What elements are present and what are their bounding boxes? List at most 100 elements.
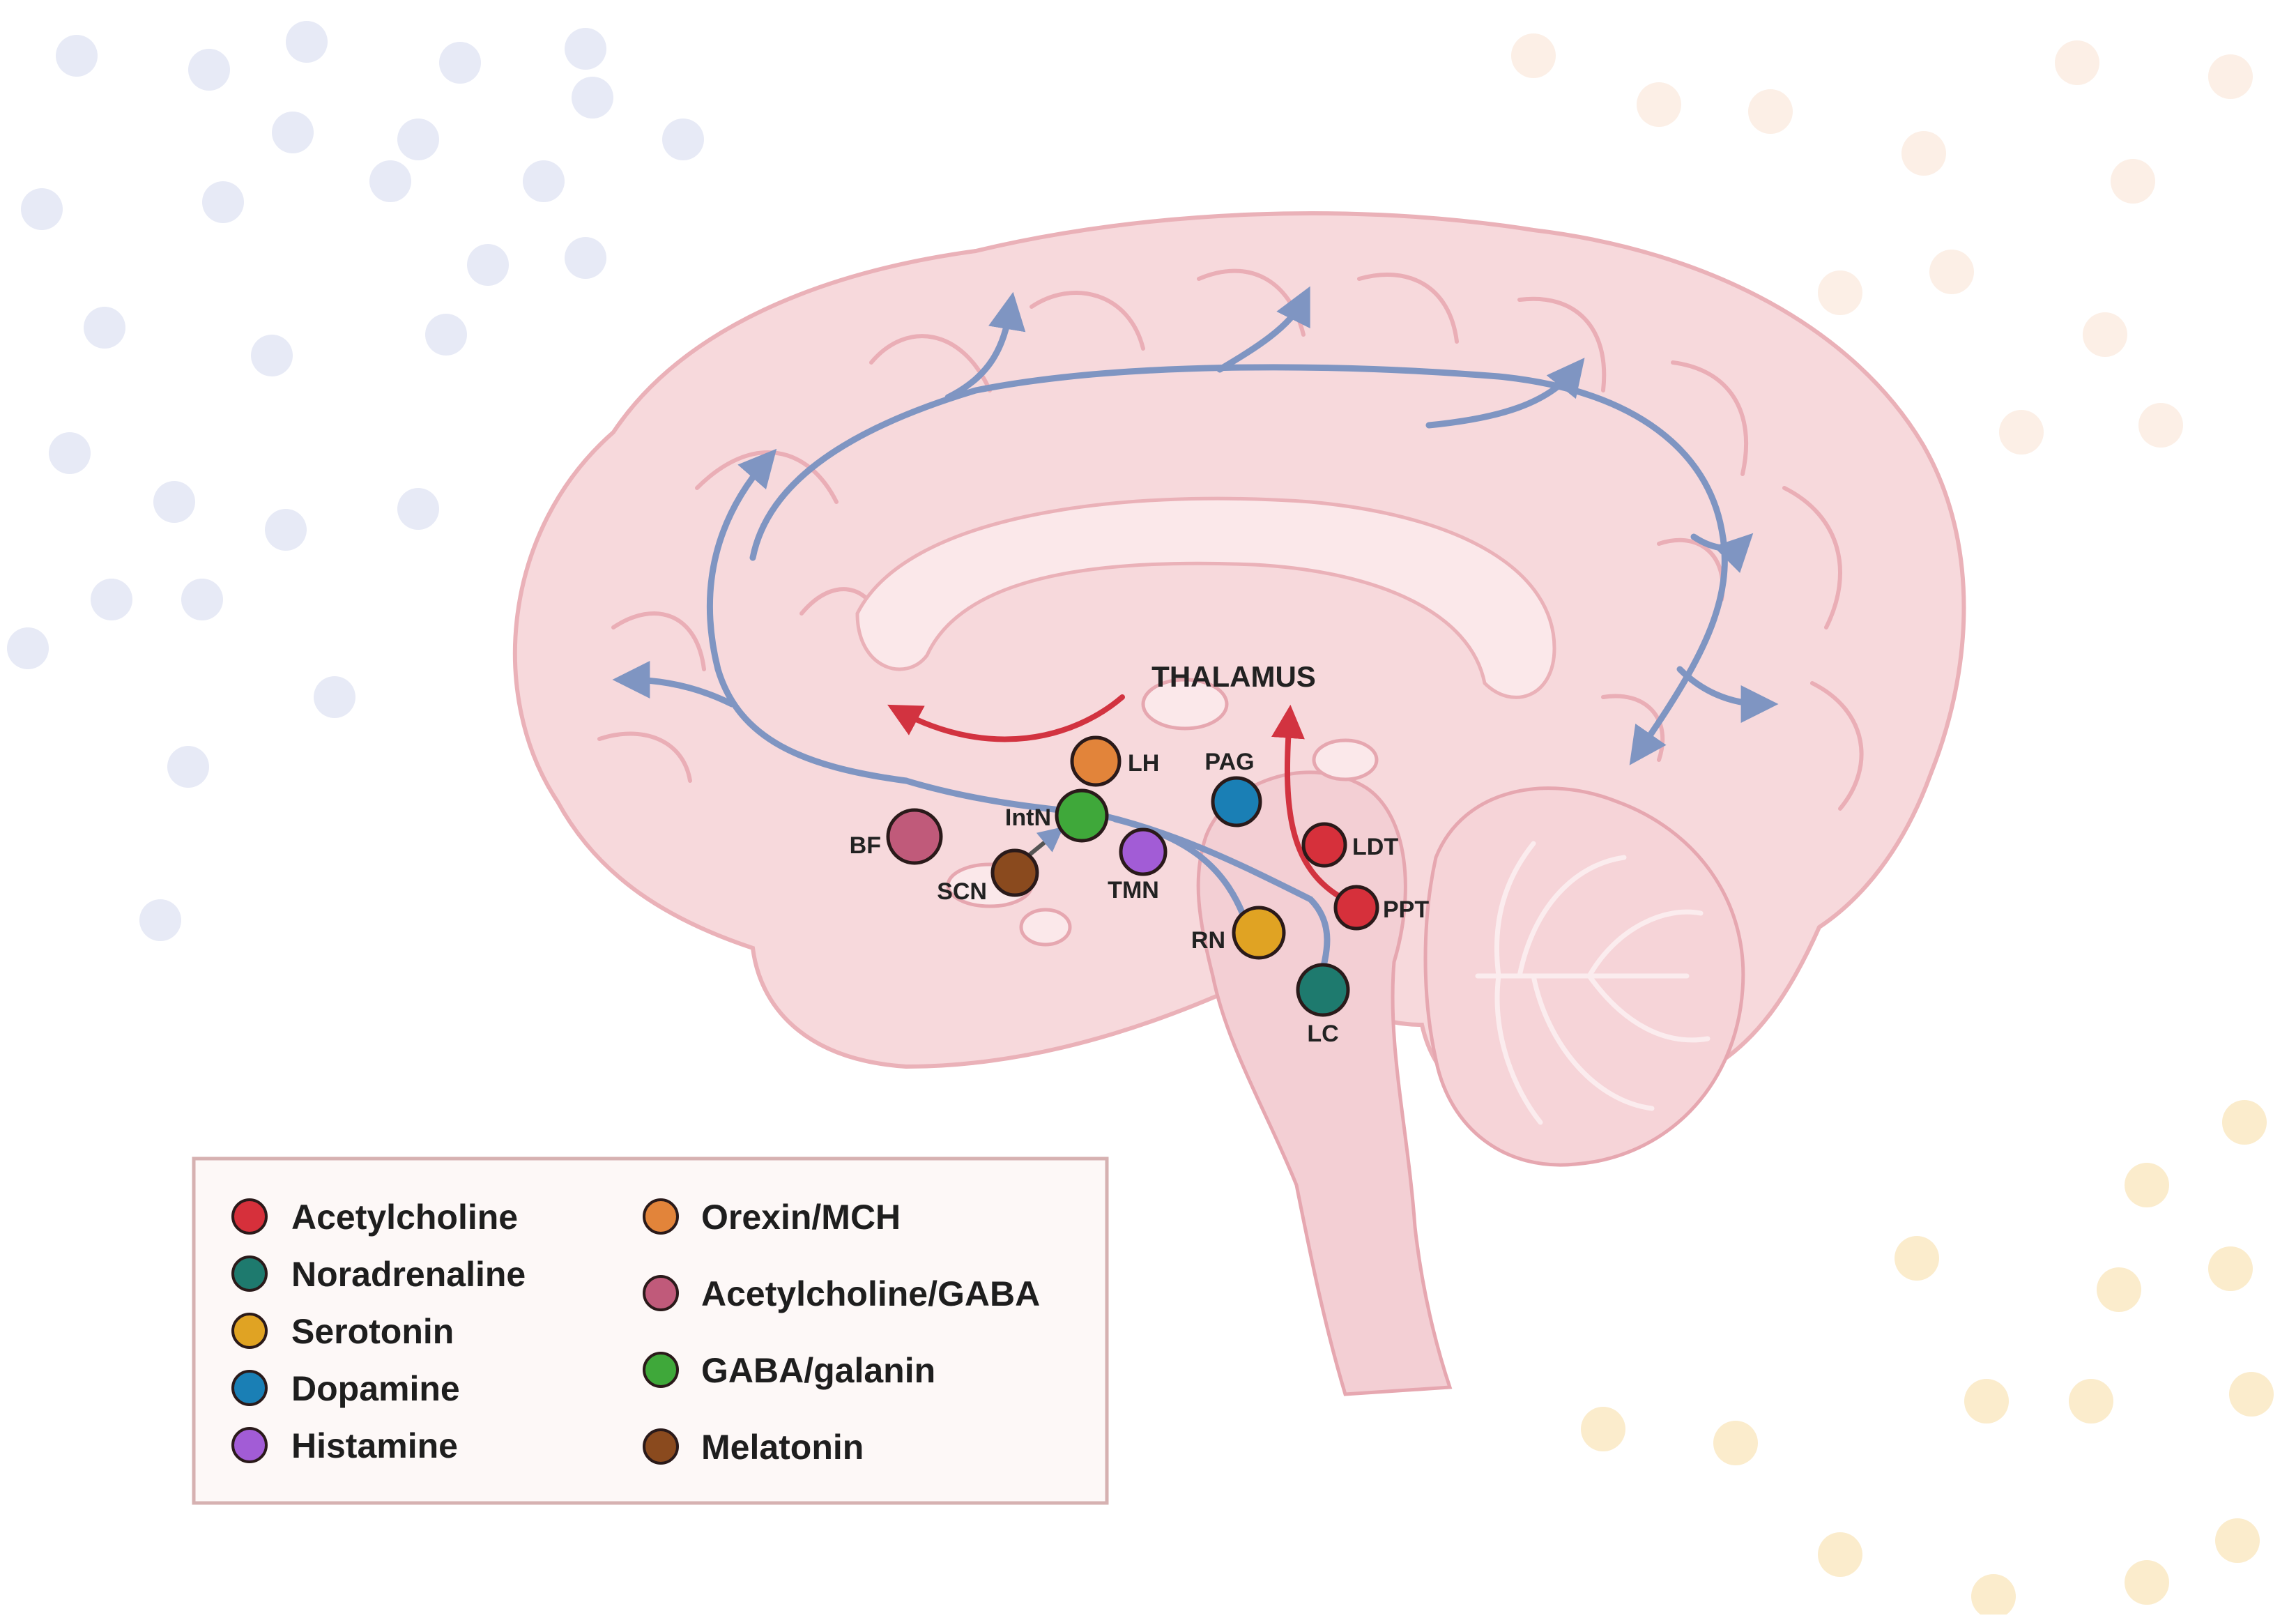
legend-swatch	[231, 1427, 268, 1463]
nucleus-tmn-label: TMN	[1108, 877, 1159, 903]
background-dot	[2069, 1379, 2113, 1424]
legend-item-acetylcholine: Acetylcholine	[231, 1198, 518, 1237]
background-dot	[167, 746, 209, 788]
region-label-thalamus: THALAMUS	[1151, 660, 1316, 693]
background-dot	[7, 627, 49, 669]
background-dot	[265, 509, 307, 551]
legend-label: Dopamine	[291, 1369, 460, 1408]
background-dot	[2055, 40, 2099, 85]
background-dot	[91, 579, 132, 620]
background-dot	[2125, 1560, 2169, 1605]
nucleus-scn-marker	[990, 848, 1039, 897]
background-dot	[467, 244, 509, 286]
legend-item-acetylcholine_gaba: Acetylcholine/GABA	[643, 1274, 1040, 1313]
background-dot	[397, 119, 439, 160]
background-dot	[1581, 1407, 1625, 1451]
legend-label: Histamine	[291, 1426, 458, 1465]
background-dot	[369, 160, 411, 202]
background-dot	[572, 77, 613, 119]
legend-item-noradrenaline: Noradrenaline	[231, 1255, 526, 1294]
background-dot	[2138, 403, 2183, 448]
background-dot	[84, 307, 125, 349]
background-dot	[49, 432, 91, 474]
background-dot	[1818, 270, 1862, 315]
nucleus-pag: PAG	[1204, 749, 1262, 827]
nucleus-lh-marker	[1070, 735, 1122, 787]
legend-swatch	[231, 1198, 268, 1235]
legend-label: Melatonin	[701, 1428, 864, 1467]
legend-label: Orexin/MCH	[701, 1198, 901, 1237]
background-dot	[2208, 1246, 2253, 1291]
nucleus-ldt-marker	[1301, 822, 1347, 868]
nucleus-lc: LC	[1296, 963, 1350, 1047]
nucleus-lc-marker	[1296, 963, 1350, 1017]
nucleus-ldt-label: LDT	[1352, 834, 1398, 860]
legend-label: Serotonin	[291, 1312, 454, 1351]
legend-swatch	[231, 1256, 268, 1292]
background-dot	[153, 481, 195, 523]
pineal-shape	[1312, 738, 1379, 781]
legend-label: GABA/galanin	[701, 1351, 935, 1390]
background-dot	[523, 160, 565, 202]
background-dot	[2083, 312, 2127, 357]
background-dot	[56, 35, 98, 77]
legend-swatch	[643, 1198, 679, 1235]
thalamus-shape	[1141, 678, 1229, 731]
legend-swatch	[231, 1370, 268, 1406]
cerebellum	[1423, 786, 1745, 1167]
background-dot	[397, 488, 439, 530]
legend-label: Acetylcholine	[291, 1198, 518, 1237]
nucleus-scn-label: SCN	[937, 878, 987, 905]
background-dot	[251, 335, 293, 376]
background-dot	[425, 314, 467, 356]
pituitary-shape	[1019, 908, 1072, 947]
nucleus-pag-marker	[1211, 776, 1262, 827]
background-dot	[1818, 1532, 1862, 1577]
background-dot	[2222, 1100, 2267, 1145]
nucleus-intn-label: IntN	[1005, 804, 1051, 831]
background-dot	[202, 181, 244, 223]
background-dot	[1999, 410, 2044, 455]
legend-item-gaba_galanin: GABA/galanin	[643, 1351, 935, 1390]
background-dot	[181, 579, 223, 620]
nucleus-bf-marker	[886, 808, 943, 865]
nucleus-rn-label: RN	[1191, 927, 1225, 954]
nucleus-bf-label: BF	[850, 832, 881, 859]
legend-item-serotonin: Serotonin	[231, 1312, 454, 1351]
nucleus-ppt-marker	[1333, 885, 1379, 931]
background-dot	[2111, 159, 2155, 204]
legend-item-melatonin: Melatonin	[643, 1428, 864, 1467]
background-dot	[139, 899, 181, 941]
background-dot	[1964, 1379, 2009, 1424]
background-dot	[439, 42, 481, 84]
blue-pathways	[612, 286, 1779, 993]
legend-item-histamine: Histamine	[231, 1426, 458, 1465]
nucleus-ppt: PPT	[1333, 885, 1429, 931]
background-dot	[1713, 1421, 1758, 1465]
background-dot	[565, 237, 606, 279]
corpus-callosum	[855, 496, 1556, 699]
background-dot	[2208, 54, 2253, 99]
nucleus-intn-marker	[1055, 788, 1109, 843]
background-dot	[1637, 82, 1681, 127]
nucleus-lh: LH	[1070, 735, 1159, 787]
background-dot	[272, 112, 314, 153]
background-dot	[1971, 1574, 2016, 1618]
background-dot	[1901, 131, 1946, 176]
legend-swatch	[643, 1428, 679, 1465]
legend-swatch	[643, 1352, 679, 1388]
background-dot	[1511, 33, 1556, 78]
background-dot	[2215, 1518, 2260, 1563]
nucleus-rn: RN	[1191, 906, 1286, 960]
background-dot	[2229, 1372, 2274, 1417]
background-dot	[188, 49, 230, 91]
nucleus-intn: IntN	[1005, 788, 1109, 843]
background-dot	[21, 188, 63, 230]
nucleus-tmn: TMN	[1108, 827, 1168, 903]
nucleus-ppt-label: PPT	[1383, 896, 1429, 923]
legend-label: Noradrenaline	[291, 1255, 526, 1294]
nucleus-scn: SCN	[937, 848, 1039, 905]
red-pathways	[887, 694, 1362, 909]
background-dot	[2125, 1163, 2169, 1207]
legend-label: Acetylcholine/GABA	[701, 1274, 1040, 1313]
